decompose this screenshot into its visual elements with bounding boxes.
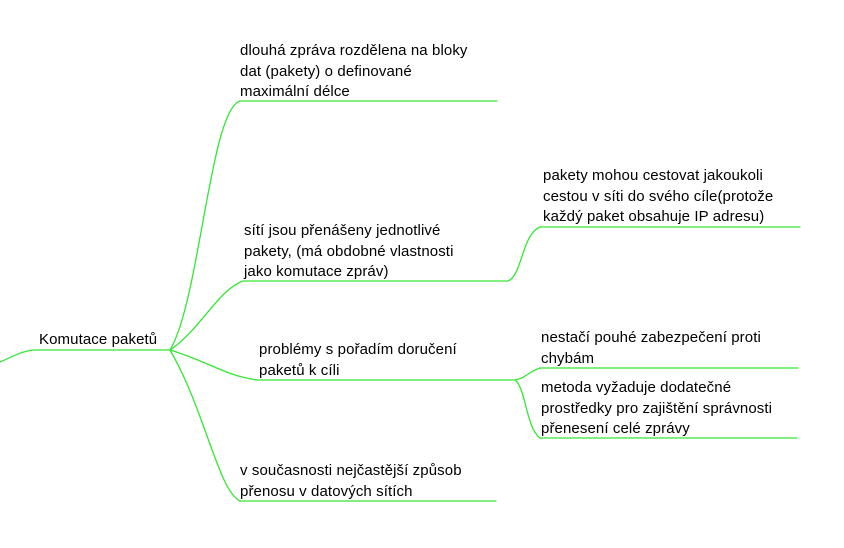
branch-1-line-3: maximální délce [240, 83, 350, 100]
branch-2-line-2: pakety, (má obdobné vlastnosti [244, 242, 454, 260]
branch-2-child-1-label: pakety mohou cestovat jakoukoli cestou v… [543, 166, 773, 228]
connector-root-branch-4 [169, 349, 241, 502]
branch-4-label: v současnosti nejčastější způsob přenosu… [240, 461, 462, 502]
connector-branch-3-child-2 [514, 379, 541, 439]
connector-root-branch-1 [169, 100, 241, 351]
branch-2-label: sítí jsou přenášeny jednotlivé pakety, (… [244, 221, 454, 283]
connector-root-branch-3 [169, 349, 259, 381]
branch-4-line-2: přenosu v datových sítích [240, 482, 413, 500]
branch-3-label: problémy s pořadím doručení paketů k cíl… [259, 340, 457, 381]
branch-2-line-1: sítí jsou přenášeny jednotlivé [244, 222, 441, 239]
branch-3-child-1-line-1: nestačí pouhé zabezpečení proti [541, 329, 761, 346]
branch-3-line-1: problémy s pořadím doručení [259, 341, 457, 358]
branch-2-line-3: jako komutace zpráv) [244, 263, 389, 280]
root-node-label: Komutace paketů [39, 331, 158, 348]
branch-3-child-1-line-2: chybám [541, 349, 595, 367]
branch-1-line-2: dat (pakety) o definované [240, 62, 412, 80]
branch-2-child-1-line-2: cestou v síti do svého cíle(protože [543, 187, 774, 205]
branch-1-line-1: dlouhá zpráva rozdělena na bloky [240, 42, 468, 59]
branch-3-child-2-label: metoda vyžaduje dodatečné prostředky pro… [541, 378, 772, 440]
branch-1-label: dlouhá zpráva rozdělena na bloky dat (pa… [240, 41, 468, 103]
branch-3-child-2-line-2: prostředky pro zajištění správnosti [541, 399, 773, 417]
root-incoming-line [0, 349, 37, 363]
connector-root-branch-2 [169, 280, 244, 351]
branch-2-child-1-line-1: pakety mohou cestovat jakoukoli [543, 167, 763, 184]
branch-3-child-1-label: nestačí pouhé zabezpečení proti chybám [541, 328, 761, 369]
branch-3-child-2-line-3: přenesení celé zprávy [541, 420, 690, 437]
connector-branch-2-child-1 [507, 226, 541, 282]
branch-3-child-2-line-1: metoda vyžaduje dodatečné [541, 379, 732, 396]
connector-branch-3-child-1 [514, 367, 541, 381]
branch-3-line-2: paketů k cíli [259, 361, 340, 379]
branch-4-line-1: v současnosti nejčastější způsob [240, 462, 462, 479]
branch-2-child-1-line-3: každý paket obsahuje IP adresu) [543, 208, 765, 225]
